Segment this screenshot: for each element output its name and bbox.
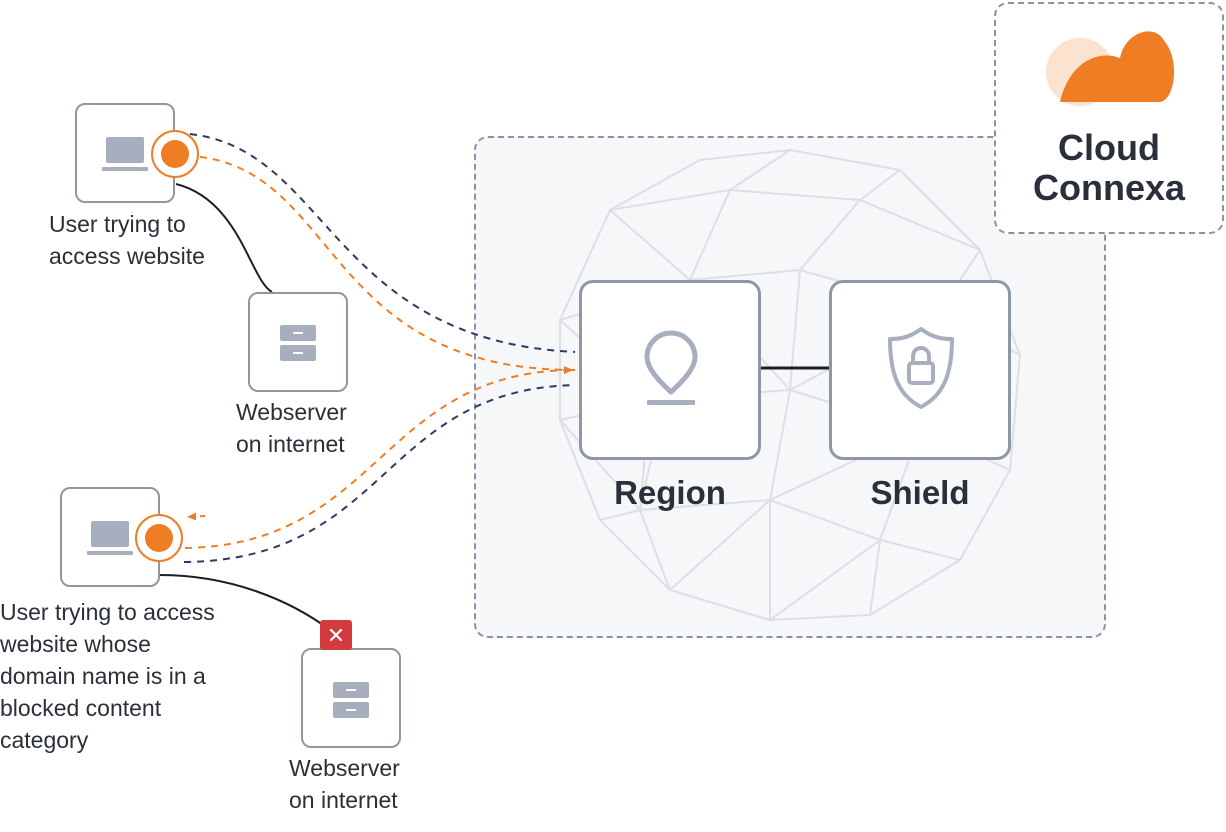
user-bottom-label-line2: website whose: [0, 631, 151, 657]
shield-node: [829, 280, 1011, 460]
laptop-icon: [87, 521, 133, 555]
webserver-bottom-label-line2: on internet: [289, 787, 398, 813]
blocked-x-icon: [320, 620, 352, 650]
path-blocked-return: [187, 512, 206, 521]
region-label: Region: [614, 474, 726, 511]
user-bottom-label-line1: User trying to access: [0, 599, 215, 625]
path-bottom-navy: [183, 384, 576, 563]
link-user-bottom-webserver: [159, 574, 331, 631]
user-top-label: User trying to access website: [49, 208, 269, 272]
brand-name: Cloud Connexa: [1000, 128, 1218, 208]
brand-name-line1: Cloud: [1058, 127, 1160, 168]
cloud-logo-icon: [1046, 31, 1175, 106]
location-pin-icon: [644, 330, 698, 405]
user-top-label-line1: User trying to: [49, 211, 186, 237]
path-bottom-orange: [184, 366, 573, 549]
user-bottom-label: User trying to access website whose doma…: [0, 596, 260, 756]
webserver-top-node: [248, 292, 348, 392]
webserver-top-label-line1: Webserver: [236, 399, 347, 425]
user-bottom-label-line5: category: [0, 727, 89, 753]
webserver-top-label: Webserver on internet: [236, 396, 436, 460]
user-bottom-status-icon: [135, 514, 183, 562]
user-top-status-icon: [151, 130, 199, 178]
webserver-top-label-line2: on internet: [236, 431, 345, 457]
shield-lock-icon: [888, 327, 954, 409]
server-icon: [280, 325, 316, 361]
server-icon: [333, 682, 369, 718]
user-bottom-label-line4: blocked content: [0, 695, 162, 721]
webserver-bottom-label-line1: Webserver: [289, 755, 400, 781]
user-bottom-label-line3: domain name is in a: [0, 663, 206, 689]
link-user-top-webserver: [175, 183, 273, 293]
webserver-bottom-label: Webserver on internet: [289, 752, 489, 816]
shield-label: Shield: [870, 474, 970, 511]
region-node: [579, 280, 761, 460]
user-top-label-line2: access website: [49, 243, 205, 269]
path-top-navy: [189, 133, 576, 353]
brand-name-line2: Connexa: [1032, 167, 1186, 208]
laptop-icon: [102, 137, 148, 171]
brand-box: [994, 2, 1224, 234]
path-top-orange: [189, 152, 576, 371]
